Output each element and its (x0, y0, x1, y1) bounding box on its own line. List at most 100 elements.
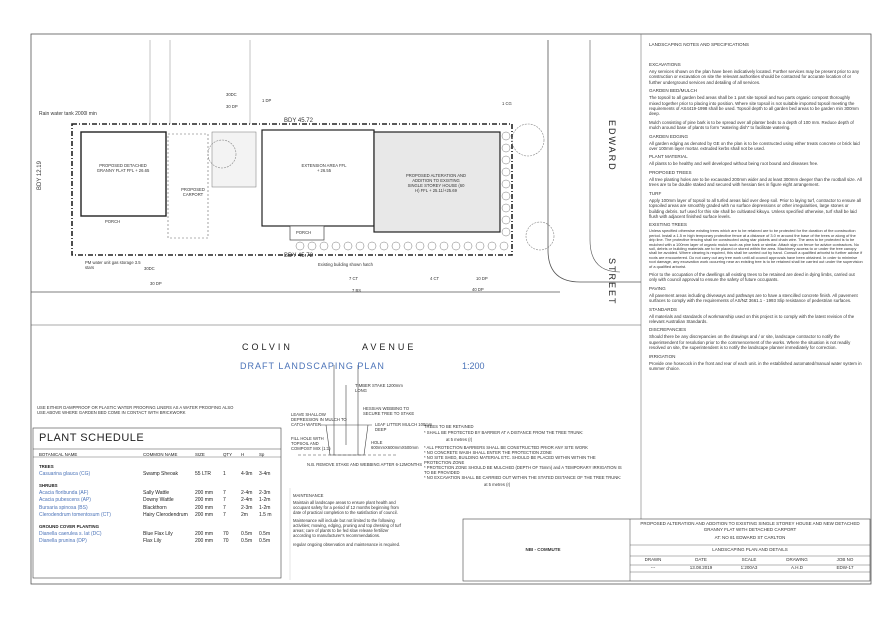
table-row: Dianella caerulea s. lat (DC) Blue Flax L… (33, 531, 281, 538)
schedule-section-heading: GROUND COVER PLANTING (33, 523, 281, 530)
schedule-cell: Bursaria spinosa (BS) (39, 504, 88, 511)
notes-irrigation: Provide one hosecock in the front and re… (649, 360, 862, 372)
notes-paving: All pavement areas including driveways a… (649, 292, 858, 304)
title-block-address: AT: NO 81 EDWARD ST CARLTON (714, 535, 786, 540)
street-name-street: STREET (607, 258, 617, 306)
schedule-cell: Downy Wattle (143, 497, 174, 503)
notes-title: LANDSCAPING NOTES AND SPECIFICATIONS (649, 42, 749, 47)
schedule-cell: 0.5m (241, 538, 253, 544)
extension-label: EXTENSION AREA FFL + 26.55 (301, 163, 347, 173)
edward-street-kerb (547, 40, 641, 283)
notes-trees-heading: PROPOSED TREES (649, 169, 692, 175)
schedule-cell: Sally Wattle (143, 489, 170, 496)
porch-label: PORCH (296, 230, 312, 235)
label-hole: HOLE 600mmX600mmX500mm (371, 440, 419, 450)
carport-label: PROPOSED CARPORT (181, 187, 205, 197)
schedule-cell: 200 mm (195, 512, 214, 518)
notes-existing-heading: EXISTING TREES (649, 222, 687, 228)
notes-edging-heading: GARDEN EDGING (649, 133, 689, 139)
notes-mulch: Mulch consisting of pine bark is to be s… (649, 119, 854, 131)
schedule-header-cell: QTY (223, 452, 233, 457)
schedule-cell: 70 (223, 538, 229, 544)
schedule-cell: 1.5 m (259, 512, 272, 518)
tree-stake-detail (298, 365, 398, 456)
title-block-field-value: A.H.D (790, 565, 803, 570)
trees-retained-l6: * PROTECTION ZONE SHOULD BE MULCHED (DEP… (424, 465, 622, 475)
notes-bed-heading: GARDEN BED/MULCH (649, 88, 697, 94)
schedule-header-cell: COMMON NAME (143, 452, 178, 457)
schedule-section-label: TREES (39, 464, 54, 469)
label-hessian: HESSIAN WEBBING TO SECURE TREE TO STAKE (363, 406, 415, 416)
porch-label-2: PORCH (105, 219, 121, 224)
schedule-cell: 2-3m (259, 489, 271, 496)
schedule-cell: 1-2m (259, 504, 271, 511)
schedule-header-cell: H (241, 452, 245, 457)
property-boundary (71, 123, 513, 256)
driveway-lines (149, 40, 251, 124)
granny-flat-label: PROPOSED DETACHED GRANNY FLAT FFL + 26.6… (96, 163, 150, 173)
trees-retained-block: TREES TO BE RETAINED * SHALL BE PROTECTE… (424, 424, 624, 487)
schedule-cell: Clerodendrum tomentosum (CT) (39, 512, 111, 518)
notes-discrepancies: Should there be any discrepancies on the… (649, 334, 851, 351)
paved-area (211, 131, 257, 188)
schedule-cell: 7 (223, 497, 226, 503)
title-block-field-label: DATE (695, 557, 707, 562)
extension-outline (261, 129, 375, 227)
schedule-cell: 0.5m (259, 530, 271, 537)
label-leave-shallow: LEAVE SHALLOW DEPRESSION IN MULCH TO CAT… (291, 412, 347, 427)
callout-30dc-2: 30DC (144, 266, 155, 271)
schedule-header-cell: Sp (259, 452, 265, 457)
schedule-cell: 0.5m (259, 538, 271, 544)
callout-30dp: 30 DP (226, 104, 238, 109)
schedule-cell: Dianella caerulea s. lat (DC) (39, 530, 102, 537)
notes-material: All plants to be healthy and well develo… (649, 161, 819, 167)
notes-existing: Unless specified otherwise existing tree… (649, 228, 863, 269)
trees-retained-l5: * NO SITE SHED, BUILDING MATERIAL ETC. S… (424, 455, 596, 465)
notes-excavations-heading: EXCAVATIONS (649, 62, 681, 67)
trees-retained-l1: * SHALL BE PROTECTED BY BARRIER AT A DIS… (424, 430, 584, 435)
notes-trees: All tree planting holes are to be excava… (649, 176, 862, 188)
schedule-cell: 0.5m (241, 530, 253, 537)
edward-street-kerb-2 (589, 40, 621, 273)
schedule-cell: 1 (223, 471, 226, 477)
title-block-sheet: LANDSCAPING PLAN AND DETAILS (712, 547, 788, 552)
hot-water-label: PM water unit gas storage 3.5 stars (85, 260, 141, 270)
trees-retained-l7: * NO EXCAVATION SHALL BE CARRIED OUT WIT… (424, 475, 622, 480)
callout-30dp-2: 30 DP (150, 281, 162, 286)
schedule-cell: 200 mm (195, 497, 214, 503)
schedule-cell: Blue Flax Lily (143, 530, 173, 537)
title-block-frame (462, 518, 871, 582)
schedule-cell: 7 (223, 504, 226, 511)
schedule-cell: Casuarina glauca (CG) (39, 471, 91, 477)
schedule-header-cell: BOTANICAL NAME (39, 452, 78, 457)
schedule-title: PLANT SCHEDULE (39, 432, 145, 444)
callout-7ct: 7 CT (349, 276, 359, 281)
table-row: Clerodendrum tomentosum (CT)Hairy Clerod… (33, 512, 281, 519)
schedule-section-label: SHRUBS (39, 482, 58, 488)
plan-title: DRAFT LANDSCAPING PLAN (240, 361, 385, 371)
schedule-cell: 55 LTR (195, 471, 212, 477)
title-block-nbi: NBI - COMMUTE (525, 547, 561, 552)
title-block-field-label: DRAWN (644, 557, 662, 562)
notes-edging: All garden edging as denoted by GE on th… (649, 140, 860, 152)
waterproofing-note: USE EITHER DAMPPROOF OR PLASTIC WATER PR… (37, 405, 234, 415)
callout-7bs: 7 BS (352, 288, 362, 293)
plan-scale: 1:200 (462, 361, 485, 371)
title-block-field-label: DRAWING (786, 557, 808, 562)
notes-existing-2: Prior to the occupation of the dwellings… (649, 271, 855, 283)
bdy-bottom-label: BDY 45.72 (284, 253, 313, 259)
existing-building-label: Existing building shown hatch (318, 262, 373, 267)
schedule-cell: 200 mm (195, 504, 214, 511)
notes-discrepancies-heading: DISCREPANCIES (649, 327, 687, 333)
schedule-cell: 2-4m (241, 497, 253, 503)
schedule-cell: 4-9m (241, 471, 253, 477)
schedule-cell: Blackthorn (143, 504, 167, 511)
shrub-row-right (501, 131, 511, 237)
schedule-cell: 2m (241, 512, 248, 518)
